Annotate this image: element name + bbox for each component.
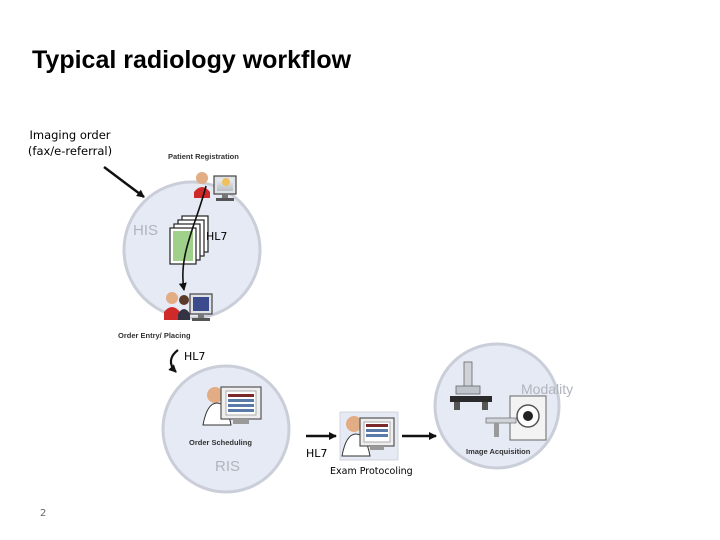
his-internal-arrow <box>178 185 207 291</box>
order-entry-label: Order Entry/ Placing <box>118 331 191 340</box>
hl7-ris-to-protocol-label: HL7 <box>306 447 328 460</box>
order-scheduling-label: Order Scheduling <box>189 438 252 447</box>
x-ray-machine-icon <box>450 361 492 410</box>
imaging-order-arrow <box>103 166 145 198</box>
image-acquisition-label: Image Acquisition <box>466 447 531 456</box>
person-at-computer-icon <box>194 172 237 201</box>
patient-registration-label: Patient Registration <box>168 152 239 161</box>
hl7-his-internal-label: HL7 <box>206 230 228 243</box>
exam-protocoling-label: Exam Protocoling <box>330 466 413 477</box>
page-number: 2 <box>40 508 47 519</box>
person-at-computer-icon <box>164 292 213 321</box>
person-at-computer-icon <box>339 411 399 461</box>
document-stack-icon <box>169 215 209 265</box>
his-system-label: HIS <box>133 222 159 239</box>
imaging-order-label: Imaging order (fax/e-referral) <box>22 127 118 159</box>
modality-system-label: Modality <box>521 381 574 397</box>
ris-system-label: RIS <box>215 458 241 475</box>
person-at-computer-icon <box>202 386 262 426</box>
imaging-order-line2: (fax/e-referral) <box>27 144 113 158</box>
page-title: Typical radiology workflow <box>32 46 352 74</box>
his-to-ris-arrow <box>168 349 179 373</box>
hl7-his-to-ris-label: HL7 <box>184 350 206 363</box>
imaging-order-line1: Imaging order <box>29 128 111 142</box>
ct-scanner-icon <box>485 395 547 441</box>
